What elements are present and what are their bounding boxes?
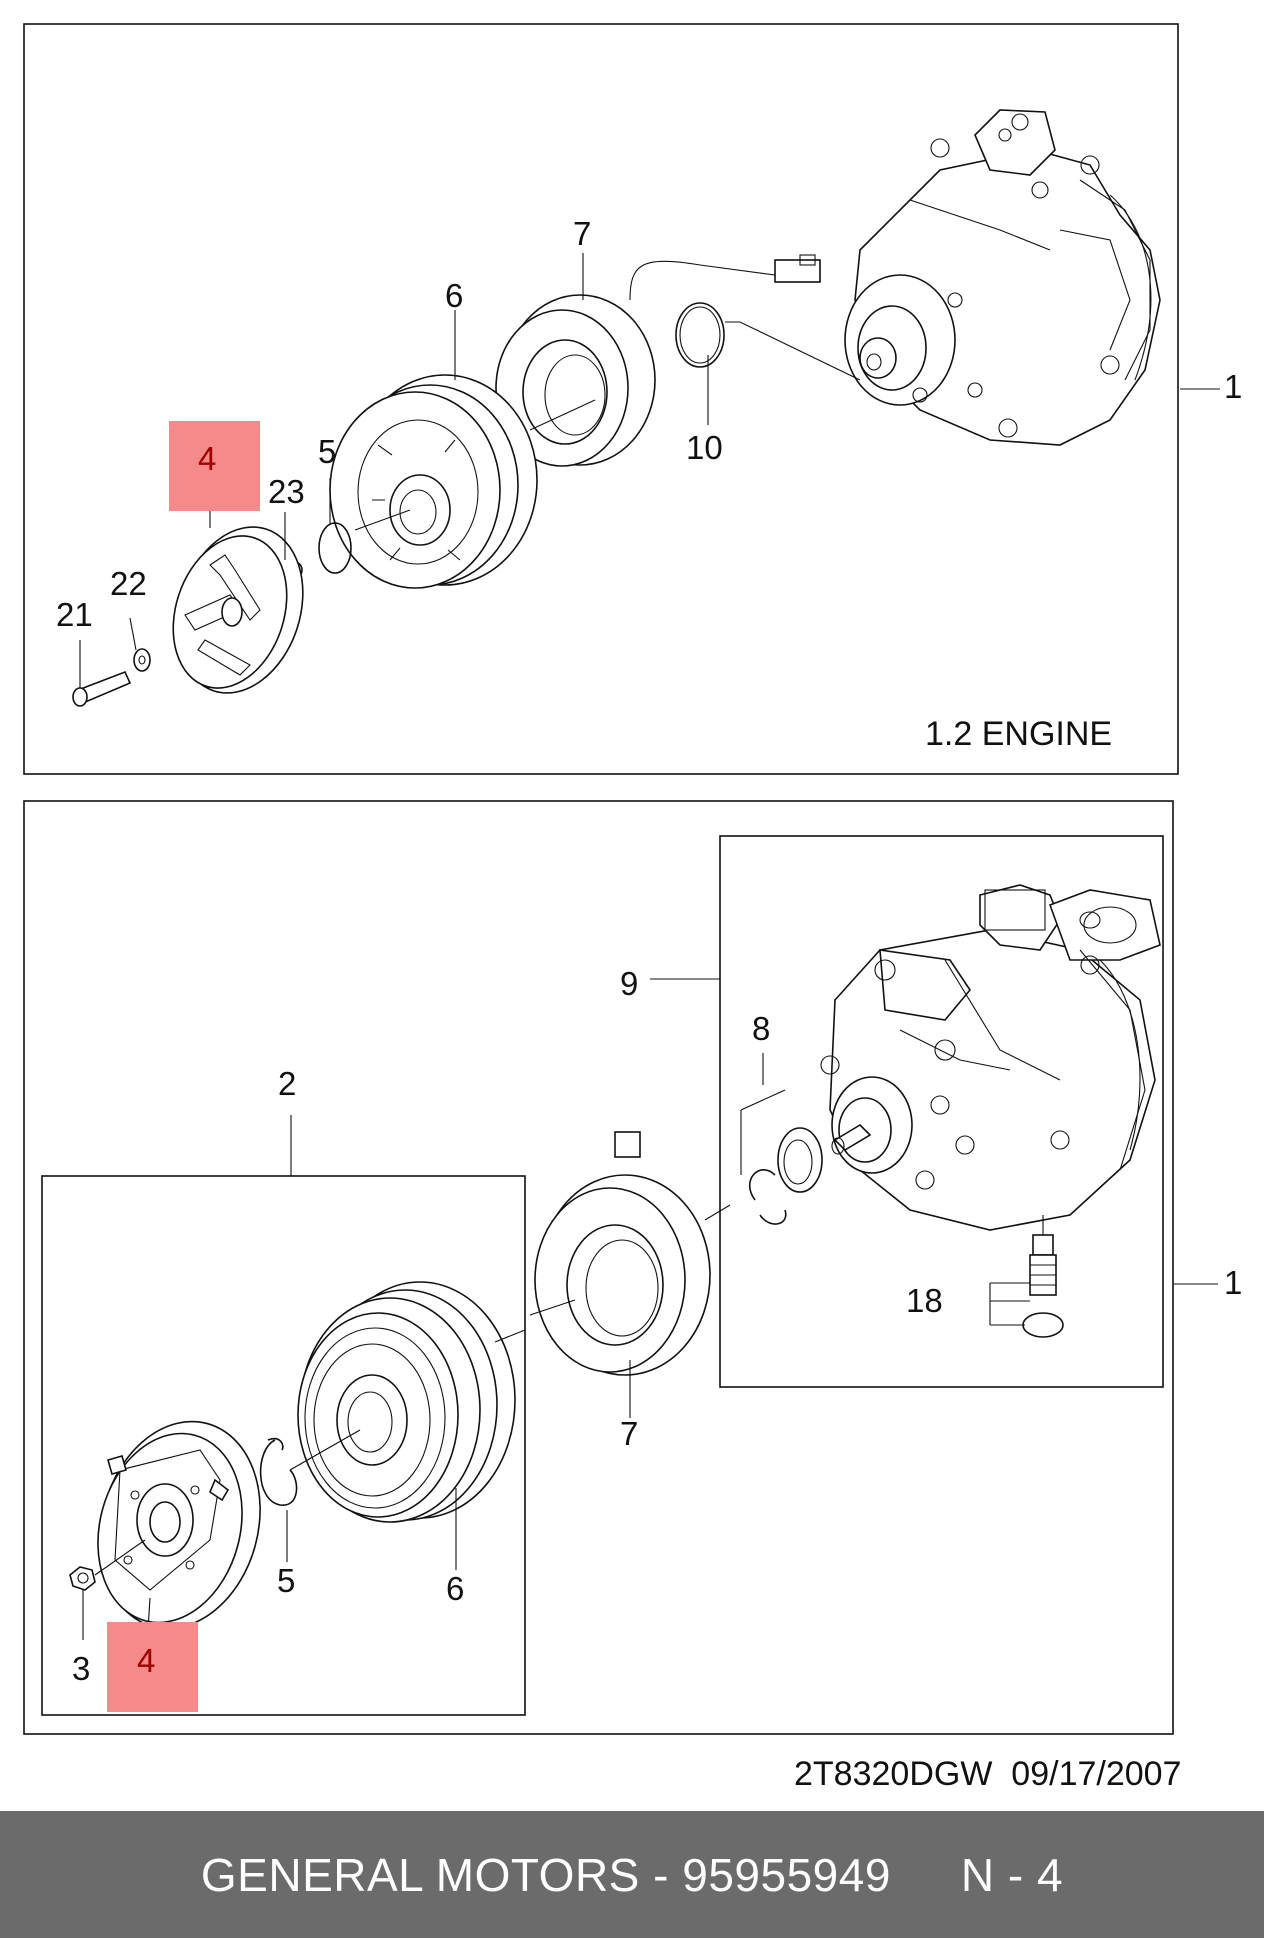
document-code: 2T8320DGW 09/17/2007: [794, 1755, 1181, 1793]
callout-4-bottom: 4: [137, 1642, 155, 1679]
compressor-subframe: [719, 835, 1164, 1388]
callout-23-top: 23: [268, 473, 305, 510]
clutch-hub-bottom: [97, 1420, 261, 1630]
engine-caption: 1.2 ENGINE: [925, 715, 1112, 753]
callout-5-top: 5: [318, 433, 336, 470]
field-coil-bottom: [534, 1131, 711, 1376]
callout-7-top: 7: [573, 215, 591, 252]
callout-6-top: 6: [445, 277, 463, 314]
clutch-subframe: [41, 1175, 526, 1716]
callout-1-top: 1: [1224, 368, 1242, 405]
footer-bar: GENERAL MOTORS - 95955949 N - 4: [0, 1811, 1264, 1938]
callout-2-bottom: 2: [278, 1065, 296, 1102]
top-panel-frame: [23, 23, 1179, 775]
callout-8-bottom: 8: [752, 1010, 770, 1047]
callout-6-bottom: 6: [446, 1570, 464, 1607]
callout-21-top: 21: [56, 596, 93, 633]
clutch-hub-top: [172, 526, 304, 694]
callout-9-bottom: 9: [620, 965, 638, 1002]
callout-10-top: 10: [686, 429, 723, 466]
highlight-box-top: [169, 421, 260, 511]
pulley-top: [329, 374, 538, 589]
callout-5-bottom: 5: [277, 1562, 295, 1599]
callout-18-bottom: 18: [906, 1282, 943, 1319]
compressor-bottom: [820, 884, 1161, 1231]
pulley-bottom: [297, 1281, 516, 1523]
compressor-top: [844, 109, 1161, 446]
field-coil-top: [495, 294, 656, 467]
callout-1-bottom: 1: [1224, 1264, 1242, 1301]
callout-7-bottom: 7: [620, 1415, 638, 1452]
bottom-panel-frame: [23, 800, 1174, 1735]
callout-4-top: 4: [198, 440, 216, 477]
footer-page: N - 4: [960, 1848, 1064, 1901]
footer-brand: GENERAL MOTORS - 95955949: [200, 1848, 891, 1901]
callout-3-bottom: 3: [72, 1650, 90, 1687]
highlight-box-bottom: [107, 1622, 198, 1712]
callout-22-top: 22: [110, 565, 147, 602]
